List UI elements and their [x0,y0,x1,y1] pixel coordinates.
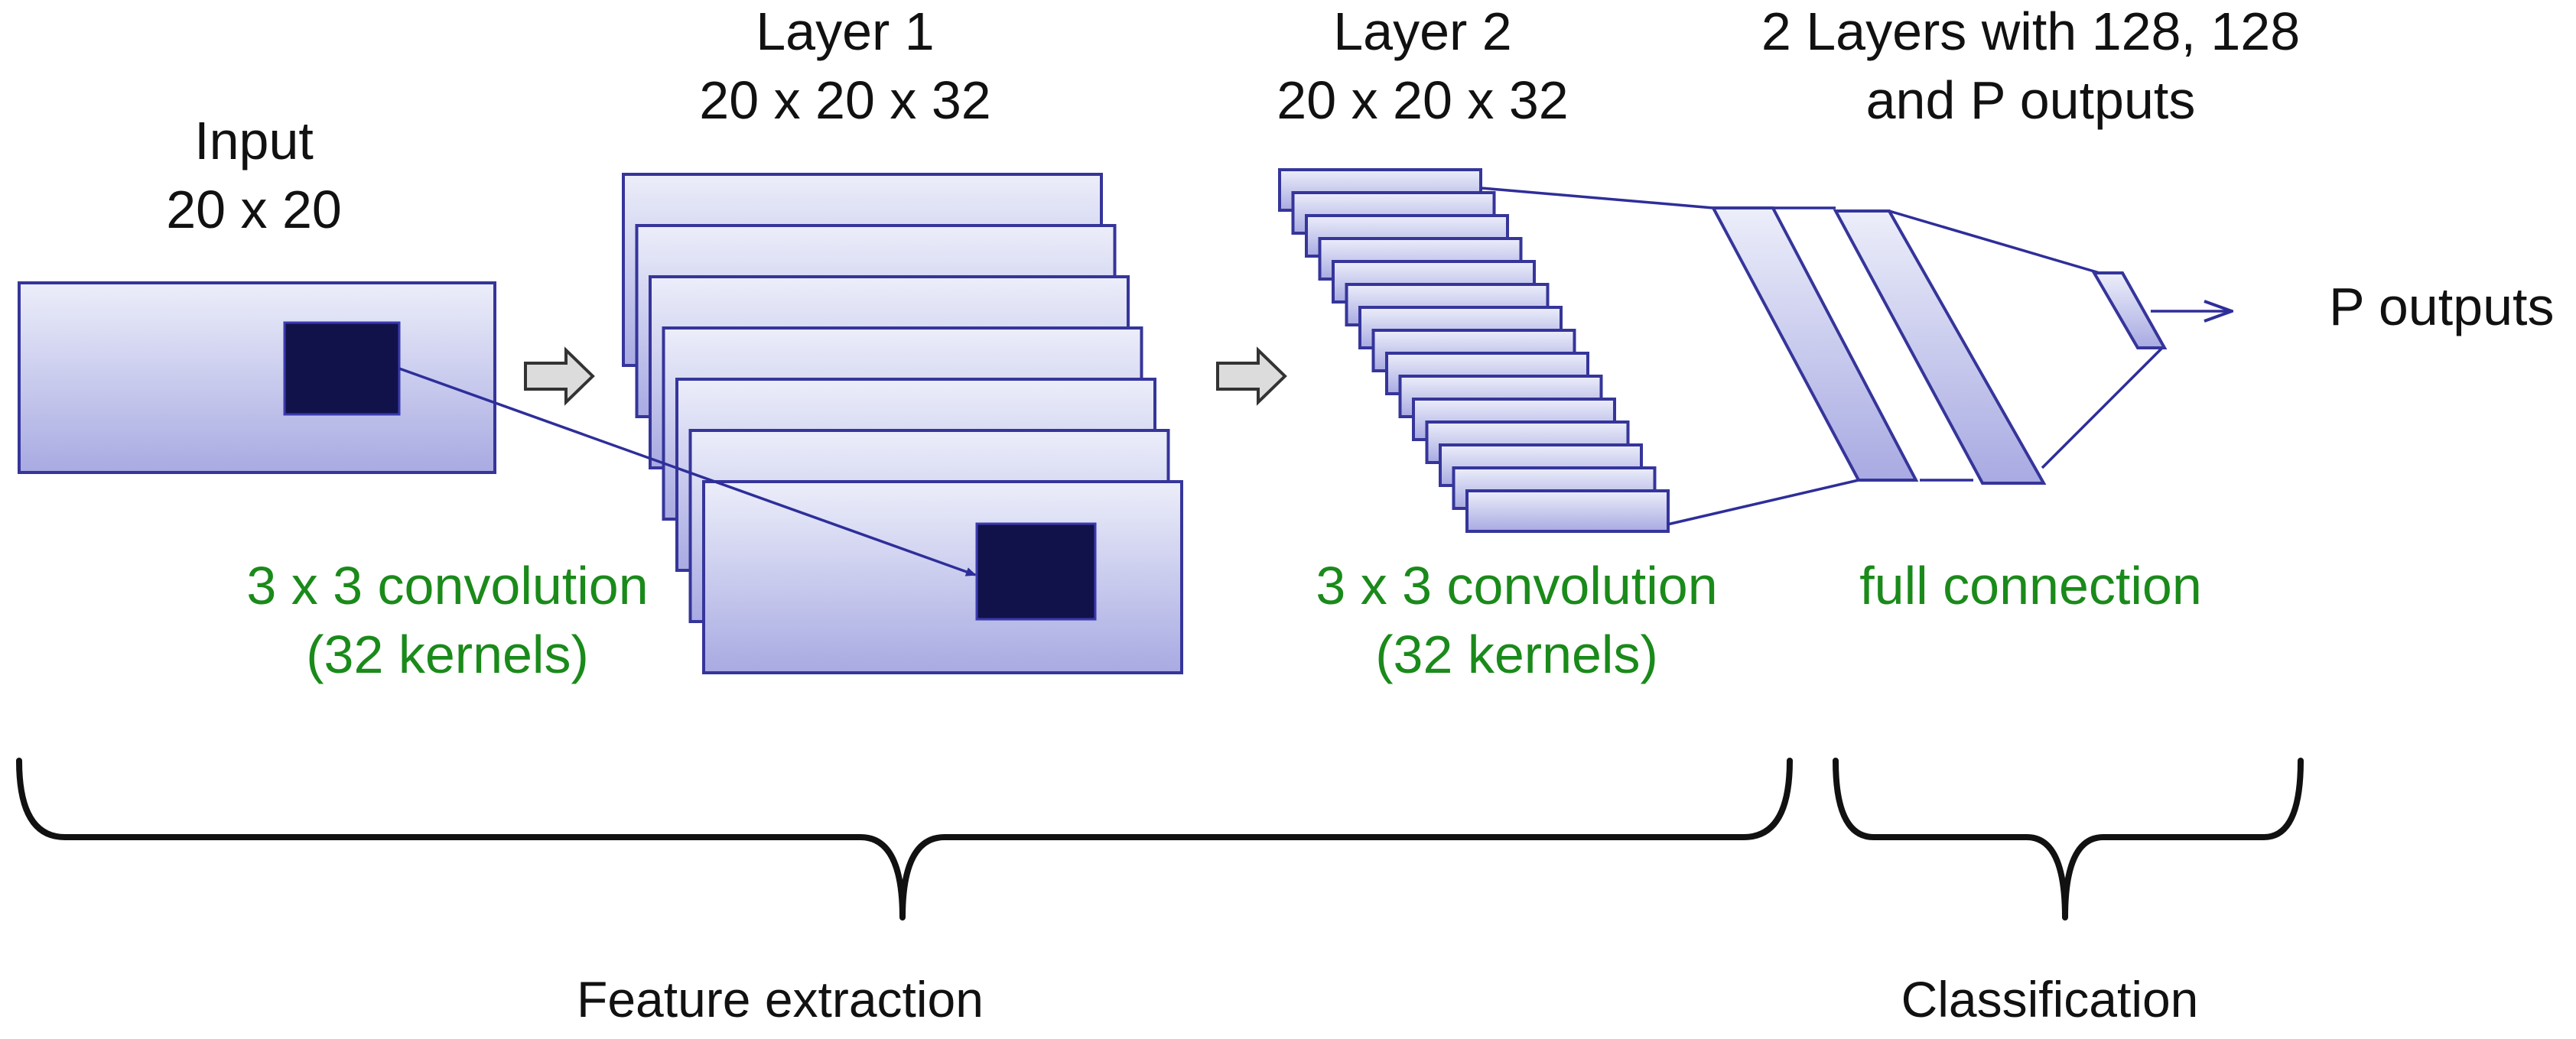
output-layer [2091,271,2168,349]
fc-layers-title: 2 Layers with 128, 128 [1761,2,2300,61]
input-title: Input [194,111,314,170]
conv1-label: 3 x 3 convolution [246,556,648,615]
layer2-size: 20 x 20 x 32 [1277,70,1568,130]
input-map [18,281,496,474]
layer1-kernel-patch [975,522,1097,621]
layer1-size: 20 x 20 x 32 [699,70,990,130]
layer2-feature-maps [1278,168,1670,533]
connection-line [2041,344,2166,469]
fc-layers-subtitle: and P outputs [1866,70,2196,130]
classification-label: Classification [1901,971,2199,1028]
forward-arrow-icon [524,346,595,406]
layer2-feature-map [1465,489,1670,533]
connection-line [1667,479,1859,526]
connection-line [1888,209,2100,274]
conv1-kernels-label: (32 kernels) [306,625,589,684]
input-kernel-patch [283,321,401,416]
kernel-projection-arrow [398,367,977,576]
conv2-label: 3 x 3 convolution [1316,556,1717,615]
layer1-feature-map [702,480,1183,674]
fc-layer-1 [1710,206,1919,482]
conv2-kernels-label: (32 kernels) [1375,625,1658,684]
layer2-title: Layer 2 [1333,2,1511,61]
fc-layer-2 [1833,209,2047,485]
full-connection-label: full connection [1859,556,2202,615]
outputs-label: P outputs [2329,277,2555,336]
feature-extraction-brace [16,758,1793,920]
classification-brace [1833,758,2304,920]
layer1-title: Layer 1 [756,2,934,61]
layer1-feature-maps [622,173,1183,674]
forward-arrow-icon [1216,346,1287,406]
connection-line [1481,187,1714,209]
feature-extraction-label: Feature extraction [577,971,984,1028]
input-size: 20 x 20 [166,180,342,239]
